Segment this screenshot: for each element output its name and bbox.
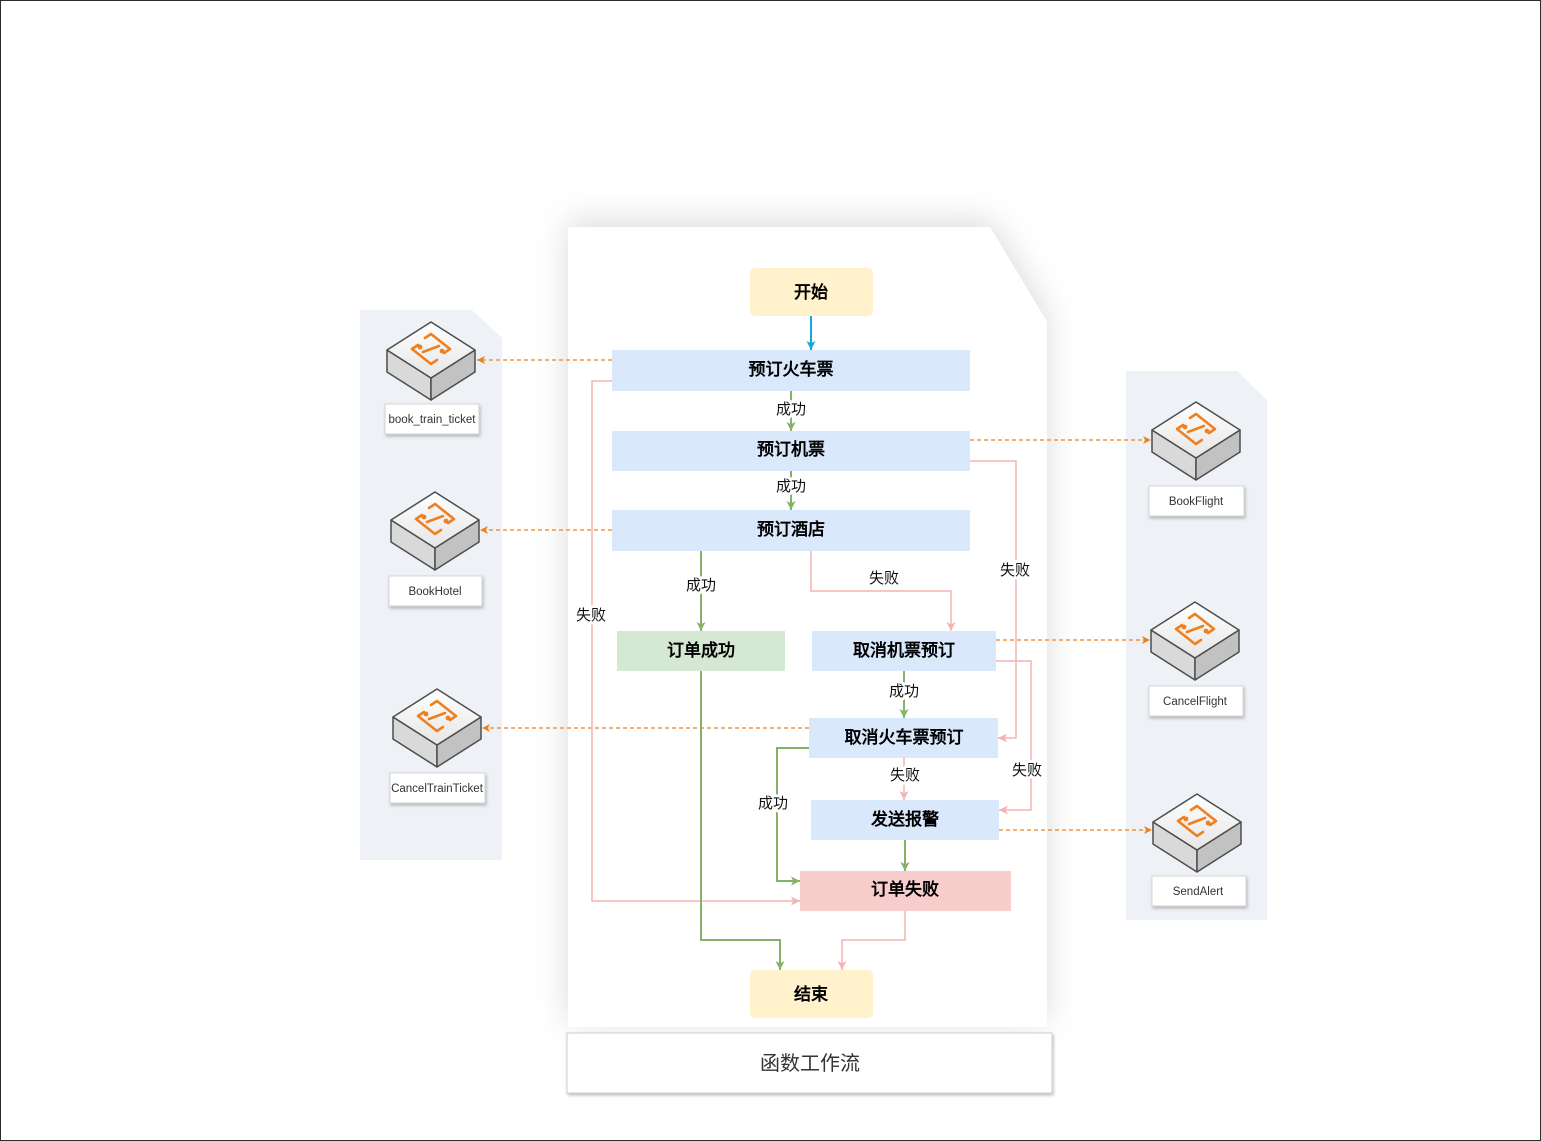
- edge-cancel-flight-to-send-alert: [996, 660, 1032, 815]
- node-book-hotel: 预订酒店: [612, 510, 970, 551]
- edge-label: 成功: [776, 400, 806, 418]
- node-book-flight: 预订机票: [612, 431, 970, 471]
- edge-label: 失败: [869, 569, 899, 587]
- edge-book-train-to-order-failed: [591, 380, 800, 906]
- function-label-box: [1148, 485, 1245, 517]
- node-order-failed: 订单失败: [800, 871, 1011, 911]
- function-label-box: [1148, 685, 1244, 717]
- node-start: 开始: [750, 268, 873, 316]
- function-label-box: [388, 575, 483, 607]
- node-end: 结束: [750, 970, 873, 1018]
- order-success-node-shape: [617, 631, 785, 671]
- function-send-alert: SendAlert: [1151, 792, 1247, 907]
- function-cancel-train-ticket: CancelTrainTicket: [389, 687, 486, 804]
- node-cancel-flight: 取消机票预订: [812, 631, 996, 671]
- flow-edges: [591, 316, 1032, 970]
- order-failed-node-shape: [800, 871, 1011, 911]
- function-label-box: [389, 772, 486, 804]
- edge-book-hotel-to-cancel-flight: [810, 551, 956, 631]
- book-hotel-node-label: 预订酒店: [757, 519, 825, 540]
- function-label: CancelTrainTicket: [391, 783, 484, 795]
- book-train-node-label: 预订火车票: [749, 359, 834, 380]
- edge-label: 成功: [758, 794, 788, 812]
- book-hotel-node-shape: [612, 510, 970, 551]
- book-flight-node-label: 预订机票: [757, 439, 825, 460]
- edge-labels: 成功 成功 成功 失败 失败 失败 成功 失败 失败 成功: [573, 397, 1045, 815]
- start-node-shape: [750, 268, 873, 316]
- function-label-box: [1151, 875, 1247, 907]
- edge-label: 成功: [686, 576, 716, 594]
- function-cancel-flight: CancelFlight: [1148, 600, 1244, 717]
- function-label: BookHotel: [408, 586, 461, 598]
- edge-label: 失败: [890, 766, 920, 784]
- edge-order-success-to-end: [700, 671, 785, 970]
- send-alert-node-label: 发送报警: [870, 809, 939, 830]
- end-node-shape: [750, 970, 873, 1018]
- edge-order-failed-to-end: [837, 911, 906, 970]
- function-label: CancelFlight: [1163, 696, 1228, 708]
- node-send-alert: 发送报警: [811, 800, 999, 840]
- edge-cancel-train-to-order-failed: [776, 747, 809, 886]
- end-node-label: 结束: [794, 984, 828, 1005]
- edge-book-flight-to-cancel-train: [970, 460, 1017, 743]
- order-failed-node-label: 订单失败: [871, 879, 939, 900]
- node-order-success: 订单成功: [617, 631, 785, 671]
- edge-label: 成功: [776, 477, 806, 495]
- edge-label: 失败: [1000, 561, 1030, 579]
- invoke-edges: [477, 356, 1152, 834]
- cancel-flight-node-label: 取消机票预订: [853, 640, 955, 661]
- node-book-train: 预订火车票: [612, 350, 970, 391]
- function-label: book_train_ticket: [389, 414, 477, 426]
- start-node-label: 开始: [794, 282, 828, 303]
- title-box-frame: [566, 1032, 1053, 1094]
- function-label: BookFlight: [1169, 496, 1224, 508]
- node-cancel-train: 取消火车票预订: [809, 718, 998, 758]
- function-book-flight: BookFlight: [1148, 400, 1245, 517]
- edge-label: 成功: [889, 682, 919, 700]
- book-train-node-shape: [612, 350, 970, 391]
- workflow-title-box: 函数工作流: [566, 1032, 1053, 1094]
- edge-label: 失败: [1012, 761, 1042, 779]
- function-book-hotel: BookHotel: [388, 490, 483, 607]
- workflow-title: 函数工作流: [760, 1051, 860, 1075]
- cancel-flight-node-shape: [812, 631, 996, 671]
- send-alert-node-shape: [811, 800, 999, 840]
- order-success-node-label: 订单成功: [667, 640, 735, 661]
- cancel-train-node-label: 取消火车票预订: [845, 727, 964, 748]
- cancel-train-node-shape: [809, 718, 998, 758]
- edge-label: 失败: [576, 606, 606, 624]
- book-flight-node-shape: [612, 431, 970, 471]
- function-label-box: [384, 403, 480, 435]
- function-book-train-ticket: book_train_ticket: [384, 320, 480, 435]
- function-label: SendAlert: [1173, 886, 1224, 898]
